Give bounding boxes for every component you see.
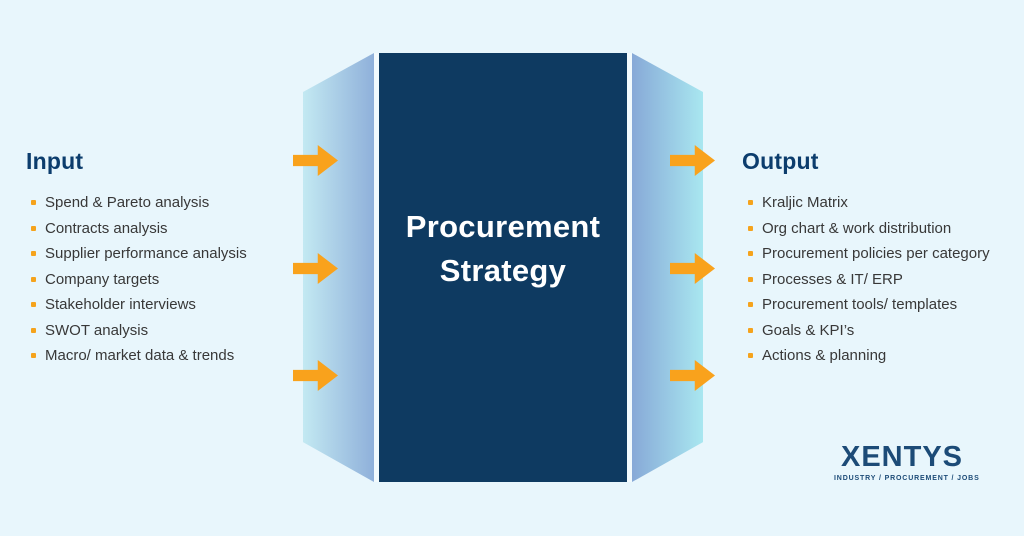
procurement-strategy-box: Procurement Strategy: [374, 53, 632, 482]
logo-wordmark: XENTYS: [840, 441, 964, 473]
list-item-label: Company targets: [45, 270, 160, 288]
square-bullet-icon: [31, 327, 36, 333]
square-bullet-icon: [31, 200, 36, 206]
list-item: Company targets: [31, 267, 247, 293]
square-bullet-icon: [31, 251, 36, 257]
square-bullet-icon: [31, 225, 36, 231]
square-bullet-icon: [748, 353, 753, 359]
square-bullet-icon: [748, 327, 753, 333]
list-item-label: Procurement policies per category: [762, 245, 990, 263]
list-item: Contracts analysis: [31, 216, 247, 242]
list-item-label: Procurement tools/ templates: [762, 296, 958, 314]
list-item: Kraljic Matrix: [748, 190, 990, 216]
list-item: Org chart & work distribution: [748, 216, 990, 242]
square-bullet-icon: [31, 276, 36, 282]
list-item-label: Org chart & work distribution: [762, 219, 952, 237]
list-item: Procurement policies per category: [748, 241, 990, 267]
input-section-title: Input: [26, 148, 84, 174]
square-bullet-icon: [748, 200, 753, 206]
list-item: Actions & planning: [748, 343, 990, 369]
list-item-label: Macro/ market data & trends: [45, 347, 235, 365]
center-box-title: Procurement Strategy: [405, 208, 601, 288]
list-item: Spend & Pareto analysis: [31, 190, 247, 216]
list-item-label: Stakeholder interviews: [45, 296, 196, 314]
square-bullet-icon: [31, 302, 36, 308]
square-bullet-icon: [748, 225, 753, 231]
list-item: Goals & KPI’s: [748, 318, 990, 344]
list-item-label: Supplier performance analysis: [45, 245, 247, 263]
list-item: Macro/ market data & trends: [31, 343, 247, 369]
list-item: Supplier performance analysis: [31, 241, 247, 267]
square-bullet-icon: [31, 353, 36, 359]
square-bullet-icon: [748, 302, 753, 308]
list-item-label: Contracts analysis: [45, 219, 168, 237]
list-item-label: Goals & KPI’s: [762, 321, 855, 339]
list-item: SWOT analysis: [31, 318, 247, 344]
list-item: Processes & IT/ ERP: [748, 267, 990, 293]
list-item-label: Actions & planning: [762, 347, 887, 365]
list-item-label: Spend & Pareto analysis: [45, 194, 210, 212]
list-item-label: Processes & IT/ ERP: [762, 270, 903, 288]
list-item-label: SWOT analysis: [45, 321, 149, 339]
list-item: Procurement tools/ templates: [748, 292, 990, 318]
input-list: Spend & Pareto analysis Contracts analys…: [31, 190, 247, 369]
output-list: Kraljic Matrix Org chart & work distribu…: [748, 190, 990, 369]
list-item-label: Kraljic Matrix: [762, 194, 848, 212]
list-item: Stakeholder interviews: [31, 292, 247, 318]
logo-tagline: INDUSTRY / PROCUREMENT / JOBS: [834, 475, 980, 482]
square-bullet-icon: [748, 251, 753, 257]
square-bullet-icon: [748, 276, 753, 282]
output-section-title: Output: [742, 148, 819, 174]
xentys-logo: XENTYS INDUSTRY / PROCUREMENT / JOBS: [834, 441, 980, 483]
